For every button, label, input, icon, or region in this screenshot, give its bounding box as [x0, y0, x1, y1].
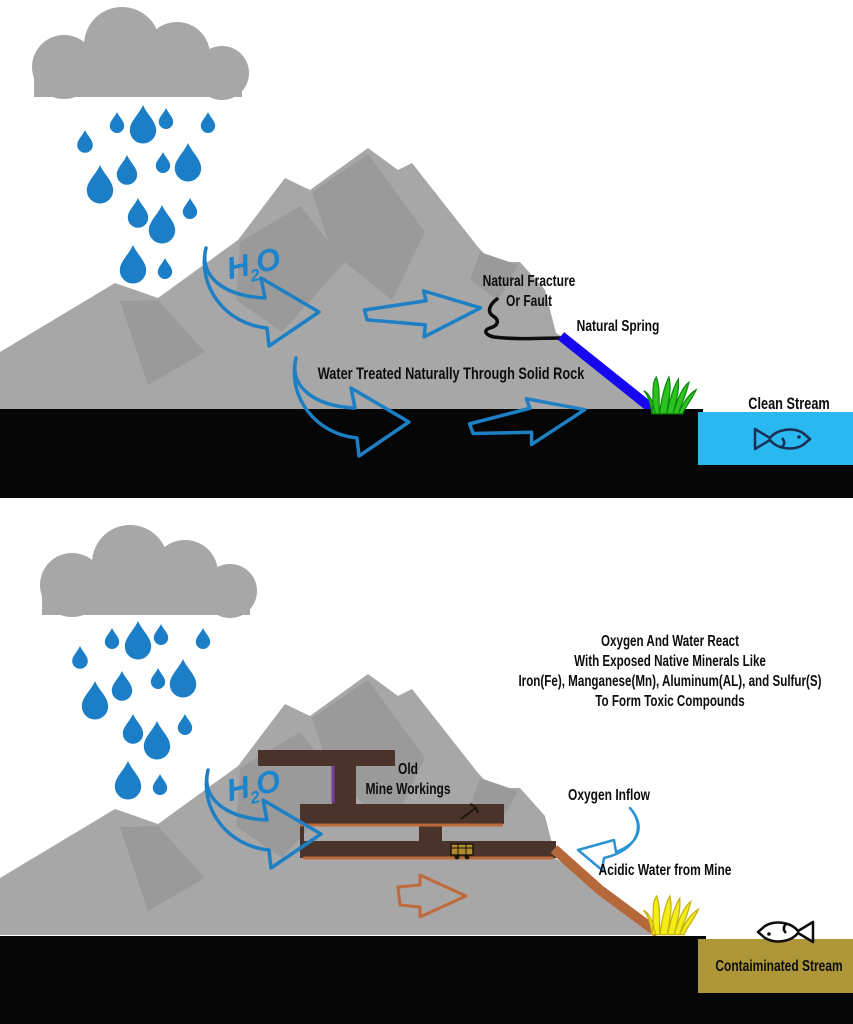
- pickaxe-icon: [460, 802, 480, 820]
- acid-water-lines: [300, 823, 553, 860]
- ground: [0, 936, 853, 1024]
- reaction-text-block: Oxygen And Water React With Exposed Nati…: [518, 633, 822, 710]
- natural-fracture-label: Natural Fracture Or Fault: [482, 273, 576, 310]
- acid-slope-line: [550, 845, 661, 938]
- clean-stream-label: Clean Stream: [748, 394, 830, 413]
- dead-fish-icon: [756, 920, 815, 944]
- acidic-water-label: Acidic Water from Mine: [598, 862, 732, 879]
- contaminated-stream-water: [698, 939, 853, 993]
- natural-fracture-line: [484, 297, 563, 341]
- raindrops: [72, 621, 211, 800]
- raindrops: [77, 105, 216, 284]
- natural-spring-label: Natural Spring: [576, 318, 660, 335]
- green-grass-icon: [643, 376, 697, 415]
- ground: [0, 409, 853, 498]
- yellow-grass-icon: [642, 895, 700, 936]
- natural-spring-line: [557, 332, 655, 412]
- bottom-panel: [0, 525, 853, 1024]
- water-treated-label: Water Treated Naturally Through Solid Ro…: [317, 364, 585, 383]
- old-mine-workings-label: Old Mine Workings: [365, 761, 451, 798]
- mine-cart-icon: [450, 843, 474, 860]
- contaminated-stream-label: Contaiminated Stream: [715, 958, 843, 975]
- top-panel: [0, 7, 853, 498]
- mine-tunnels: [258, 750, 556, 858]
- oxygen-inflow-label: Oxygen Inflow: [567, 787, 651, 804]
- clean-stream-water: [698, 412, 853, 465]
- acid-flow-arrow-icon: [396, 873, 468, 919]
- oxygen-inflow-arrow-icon: [576, 806, 640, 872]
- cloud-icon: [40, 525, 257, 618]
- healthy-fish-icon: [753, 427, 812, 451]
- cloud-icon: [32, 7, 249, 100]
